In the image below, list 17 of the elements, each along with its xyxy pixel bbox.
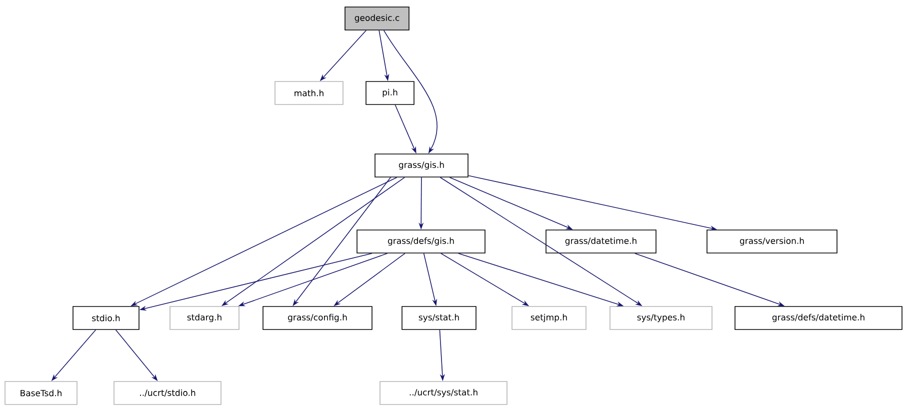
- file-box: ../ucrt/stdio.h: [114, 381, 222, 405]
- file-box: sys/types.h: [610, 306, 712, 330]
- file-box: math.h: [274, 81, 344, 105]
- file-box: grass/defs/gis.h: [356, 230, 486, 254]
- file-box: grass/defs/datetime.h: [734, 306, 902, 330]
- file-box: BaseTsd.h: [4, 381, 78, 405]
- file-box: setjmp.h: [512, 306, 586, 330]
- file-box: geodesic.c: [344, 6, 410, 30]
- file-box: grass/config.h: [262, 306, 372, 330]
- file-box: stdarg.h: [170, 306, 240, 330]
- file-box: ../ucrt/sys/stat.h: [380, 381, 508, 405]
- file-box: stdio.h: [72, 306, 140, 330]
- file-box: grass/version.h: [706, 230, 838, 254]
- file-box: pi.h: [366, 81, 414, 105]
- file-box: grass/datetime.h: [546, 230, 656, 254]
- file-box: sys/stat.h: [402, 306, 476, 330]
- file-box: grass/gis.h: [374, 154, 468, 178]
